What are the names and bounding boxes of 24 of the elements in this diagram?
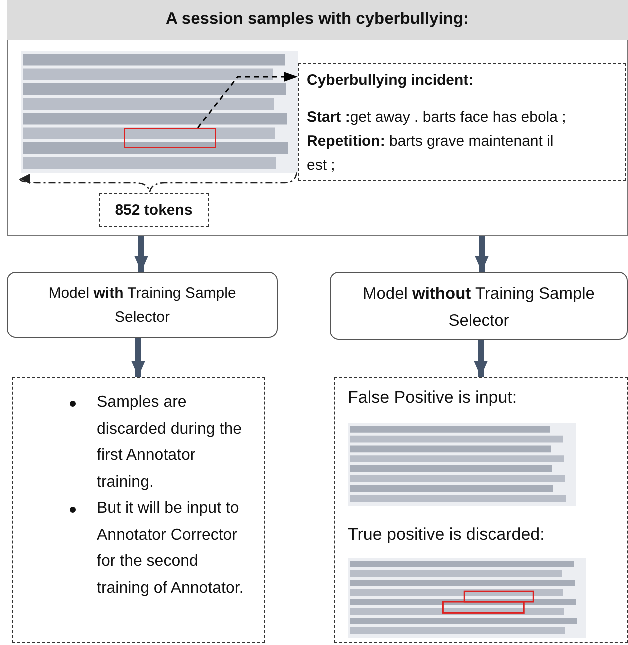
heading: Cyberbullying incident: bbox=[307, 72, 474, 89]
incident-text: Start :get away . barts face has ebola ; bbox=[307, 108, 566, 128]
arrow bbox=[197, 72, 298, 128]
model-label: Model with Training Sample Selector bbox=[48, 284, 238, 328]
callout-box bbox=[12, 377, 265, 643]
model-box bbox=[330, 272, 628, 340]
arrow bbox=[475, 236, 489, 272]
section-label: False Positive is input: bbox=[348, 388, 518, 408]
arrow bbox=[474, 340, 488, 377]
model-label: Model without Training Sample Selector bbox=[362, 284, 596, 332]
callout-box bbox=[298, 63, 626, 181]
bullet-text: Samples are discarded during the first Annotator training. bbox=[97, 394, 242, 490]
panel bbox=[7, 0, 628, 236]
incident-text: Repetition: barts grave maintenant il est ; bbox=[307, 132, 555, 176]
arrow bbox=[134, 236, 148, 272]
callout-box bbox=[334, 377, 628, 643]
title: A session samples with cyberbullying: bbox=[165, 10, 470, 29]
highlight-box bbox=[124, 128, 216, 148]
arrow bbox=[132, 338, 146, 377]
model-box bbox=[7, 272, 278, 338]
section-label: True positive is discarded: bbox=[348, 525, 545, 545]
token-count: 852 tokens bbox=[114, 202, 194, 219]
bullet-text: But it will be input to Annotator Corrector for the second training of Annotator. bbox=[97, 500, 244, 596]
token-count-box bbox=[99, 193, 209, 227]
